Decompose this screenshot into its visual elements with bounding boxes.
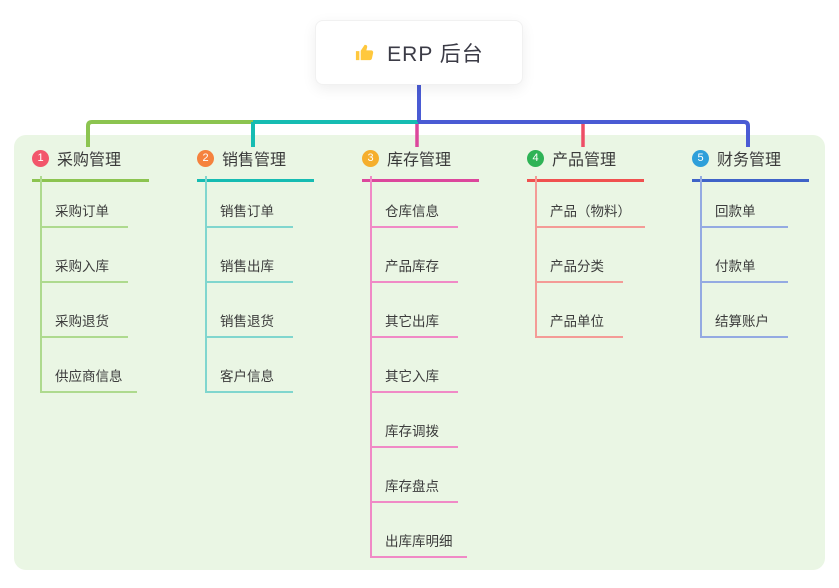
branch-number-badge: 5: [692, 149, 709, 167]
branch-2: 2 销售管理销售订单销售出库销售退货客户信息: [197, 135, 362, 570]
children-connector-line: [535, 176, 537, 338]
child-node[interactable]: 出库库明细: [370, 526, 467, 558]
child-node[interactable]: 销售出库: [205, 251, 293, 283]
branch-number-badge: 3: [362, 149, 379, 167]
branch-header[interactable]: 2 销售管理: [197, 146, 314, 182]
thumbs-up-icon: [356, 44, 374, 61]
branch-1: 1 采购管理采购订单采购入库采购退货供应商信息: [32, 135, 197, 570]
root-node-label: ERP 后台: [387, 42, 484, 66]
children-connector-line: [205, 176, 207, 393]
child-node[interactable]: 仓库信息: [370, 196, 458, 228]
children-connector-line: [370, 176, 372, 558]
child-node[interactable]: 采购订单: [40, 196, 128, 228]
branch-number-badge: 4: [527, 149, 544, 167]
branch-number-badge: 2: [197, 149, 214, 167]
branch-header[interactable]: 1 采购管理: [32, 146, 149, 182]
child-node[interactable]: 产品单位: [535, 306, 623, 338]
branch-3: 3 库存管理仓库信息产品库存其它出库其它入库库存调拨库存盘点出库库明细: [362, 135, 527, 570]
child-node[interactable]: 客户信息: [205, 361, 293, 393]
child-node[interactable]: 产品（物料）: [535, 196, 645, 228]
branch-4: 4 产品管理产品（物料） 产品分类产品单位: [527, 135, 692, 570]
branch-label: 采购管理: [57, 152, 122, 169]
child-node[interactable]: 采购入库: [40, 251, 128, 283]
branch-label: 销售管理: [222, 152, 287, 169]
branch-5: 5 财务管理回款单付款单结算账户: [692, 135, 839, 570]
root-node-erp[interactable]: ERP 后台: [315, 20, 523, 85]
mindmap-panel: [14, 135, 825, 570]
child-node[interactable]: 其它入库: [370, 361, 458, 393]
branch-header[interactable]: 4 产品管理: [527, 146, 644, 182]
child-node[interactable]: 付款单: [700, 251, 788, 283]
child-node[interactable]: 产品库存: [370, 251, 458, 283]
branch-header[interactable]: 5 财务管理: [692, 146, 809, 182]
branch-label: 库存管理: [387, 152, 452, 169]
child-node[interactable]: 结算账户: [700, 306, 788, 338]
child-node[interactable]: 其它出库: [370, 306, 458, 338]
child-node[interactable]: 库存调拨: [370, 416, 458, 448]
child-node[interactable]: 库存盘点: [370, 471, 458, 503]
children-connector-line: [40, 176, 42, 393]
branch-label: 产品管理: [552, 152, 617, 169]
branch-header[interactable]: 3 库存管理: [362, 146, 479, 182]
child-node[interactable]: 采购退货: [40, 306, 128, 338]
child-node[interactable]: 产品分类: [535, 251, 623, 283]
children-connector-line: [700, 176, 702, 338]
branch-label: 财务管理: [717, 152, 782, 169]
child-node[interactable]: 供应商信息: [40, 361, 137, 393]
child-node[interactable]: 回款单: [700, 196, 788, 228]
child-node[interactable]: 销售订单: [205, 196, 293, 228]
branch-number-badge: 1: [32, 149, 49, 167]
child-node[interactable]: 销售退货: [205, 306, 293, 338]
